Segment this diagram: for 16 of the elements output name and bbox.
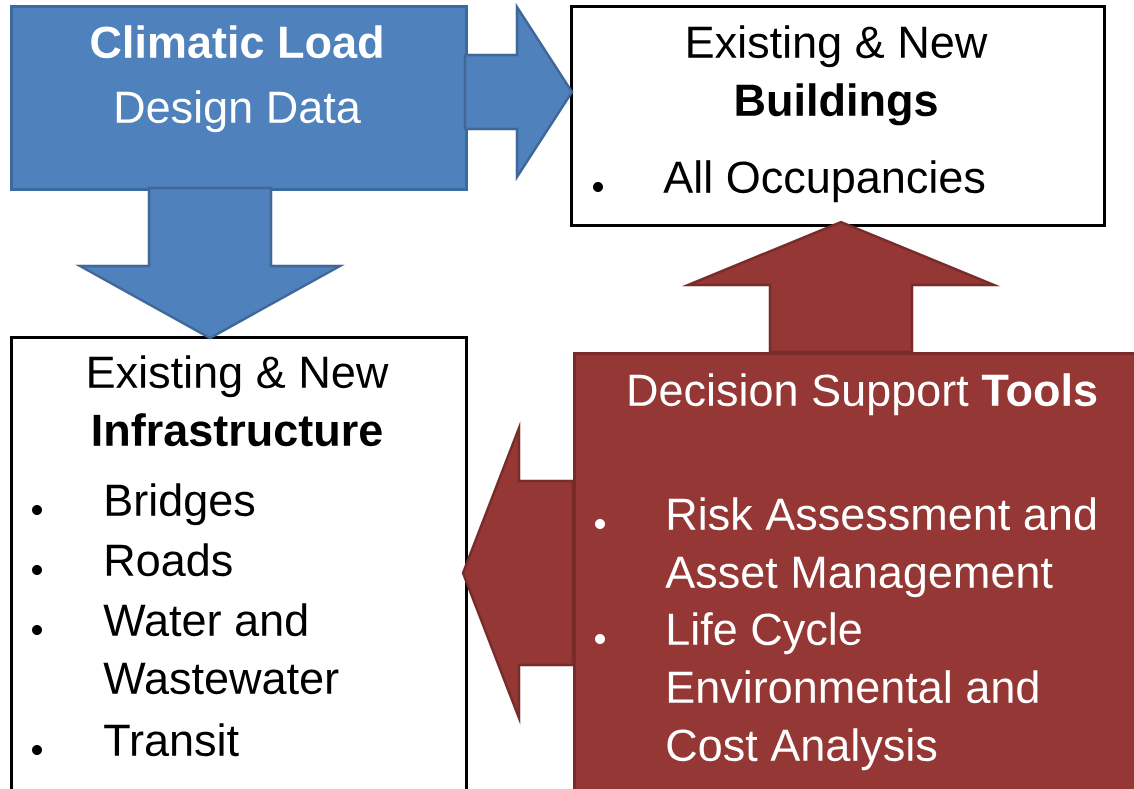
list-item: Water and Wastewater bbox=[103, 603, 339, 695]
heading: Existing & New Infrastructure bbox=[89, 355, 389, 447]
heading: Decision Support Tools bbox=[629, 373, 1097, 416]
heading: Existing & New Buildings bbox=[688, 25, 988, 126]
list-item: Bridges bbox=[106, 483, 255, 526]
heading: Climatic Load bbox=[91, 25, 382, 59]
block-arrow bbox=[75, 186, 345, 340]
block-arrow bbox=[461, 421, 575, 725]
heading: Design Data bbox=[116, 90, 361, 133]
block-arrow bbox=[681, 220, 1001, 354]
list-item: Roads bbox=[106, 543, 232, 577]
list-item: Transit bbox=[104, 723, 239, 757]
list-item: Risk Assessment and Asset Management bbox=[665, 497, 1096, 598]
block-arrow bbox=[463, 2, 574, 182]
list-item: Life Cycle Environmental and Cost Analysis bbox=[667, 612, 1038, 771]
list-item: All Occupancies bbox=[663, 160, 985, 203]
